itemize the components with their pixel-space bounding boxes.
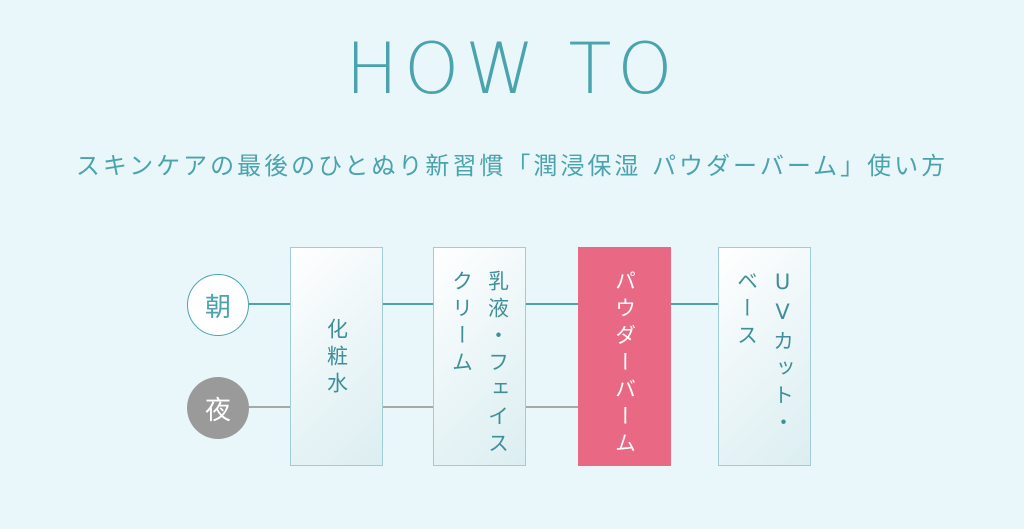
page-subtitle: スキンケアの最後のひとぬり新習慣「潤浸保湿 パウダーバーム」使い方 bbox=[75, 152, 949, 180]
step-label: 乳液・フェイス bbox=[485, 270, 510, 459]
step-emulsion-cream: 乳液・フェイス クリーム bbox=[433, 247, 526, 466]
morning-badge: 朝 bbox=[187, 274, 249, 336]
morning-connector bbox=[671, 303, 718, 305]
step-lotion: 化粧水 bbox=[290, 247, 383, 466]
morning-connector bbox=[526, 303, 578, 305]
step-label: クリーム bbox=[449, 270, 474, 378]
step-uv-base: UVカット・ ベース bbox=[718, 247, 811, 466]
step-label: 化粧水 bbox=[324, 318, 349, 399]
morning-connector bbox=[249, 303, 290, 305]
page-title: HOW TO bbox=[345, 28, 679, 110]
night-connector bbox=[383, 406, 433, 408]
night-connector bbox=[526, 406, 578, 408]
step-label: UVカット・ bbox=[770, 270, 795, 438]
step-label: パウダーバーム bbox=[612, 270, 637, 459]
night-badge: 夜 bbox=[187, 377, 249, 439]
step-powder-balm: パウダーバーム bbox=[578, 247, 671, 466]
night-connector bbox=[249, 406, 290, 408]
morning-connector bbox=[383, 303, 433, 305]
step-label: ベース bbox=[734, 270, 759, 351]
